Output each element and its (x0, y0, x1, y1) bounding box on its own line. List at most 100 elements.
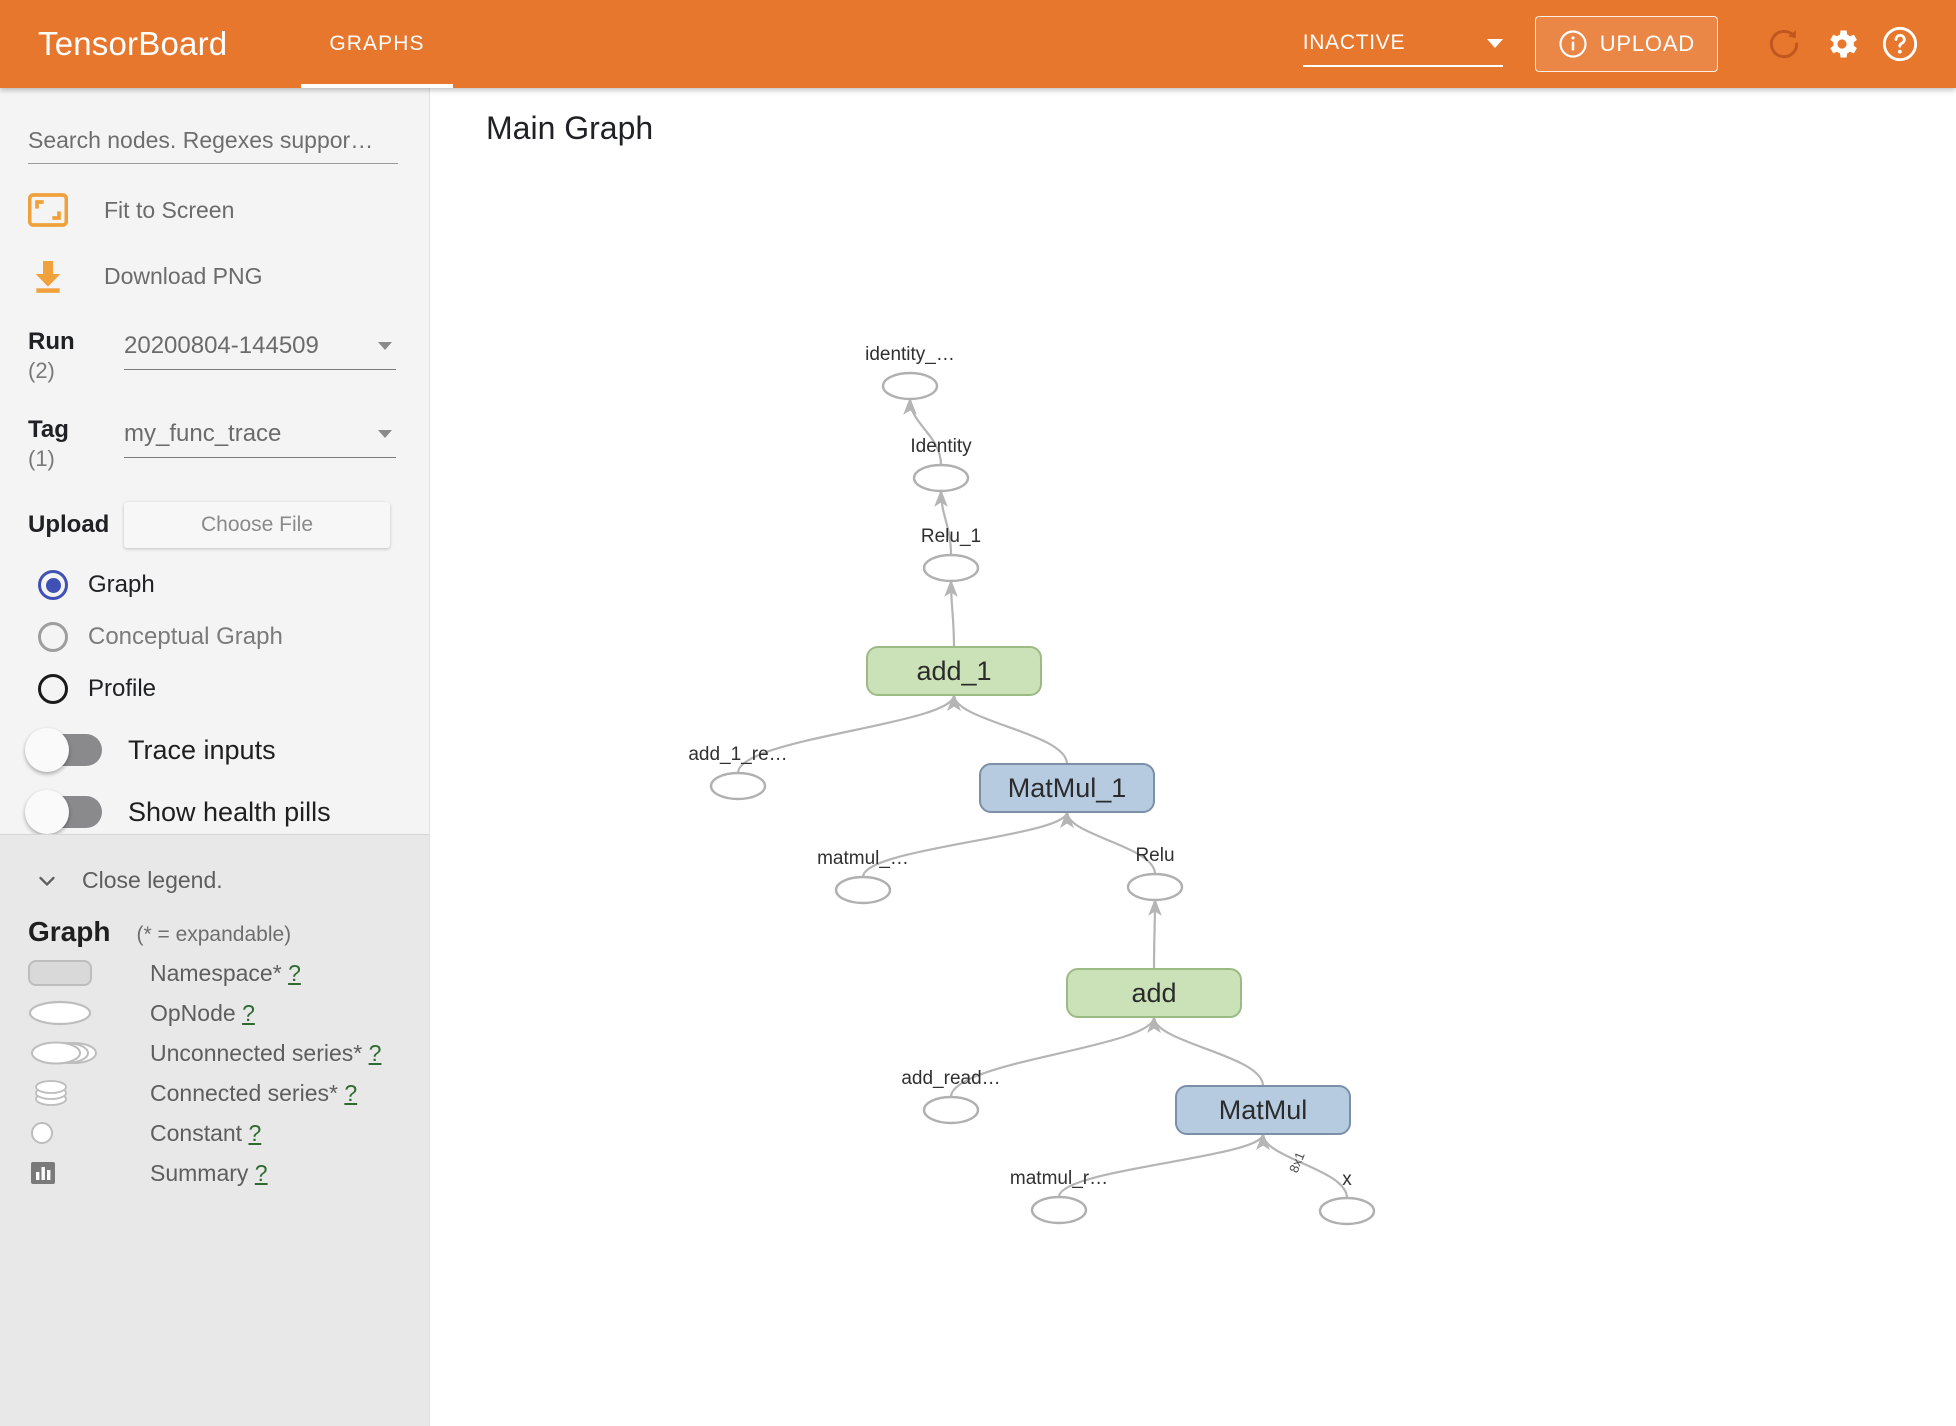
legend-item-namespace: Namespace* ? (28, 958, 429, 988)
help-link[interactable]: ? (254, 1159, 268, 1186)
graph-edge (1060, 810, 1157, 875)
node-label: MatMul_1 (1008, 773, 1127, 803)
run-label-group: Run (2) (28, 322, 124, 384)
radio-profile-indicator (38, 674, 68, 704)
constant-circle-symbol (28, 1120, 126, 1146)
summary-chart-symbol (28, 1159, 126, 1187)
help-link[interactable]: ? (248, 1119, 262, 1146)
graph-node-matmul_read1[interactable]: matmul_… (817, 848, 909, 905)
radio-profile[interactable]: Profile (38, 674, 429, 704)
upload-button-label: UPLOAD (1599, 31, 1695, 56)
toggle-trace-inputs-switch (25, 728, 102, 772)
node-shape (1030, 1195, 1088, 1225)
node-shape (1126, 872, 1184, 902)
refresh-icon[interactable] (1762, 22, 1806, 66)
graph-node-add_read[interactable]: add_read… (901, 1068, 1001, 1125)
radio-graph-indicator (38, 570, 68, 600)
sidebar: Fit to Screen Download PNG Run (2) 20200… (0, 88, 430, 1426)
toggle-show-health-pills-switch (25, 790, 102, 834)
tag-field: Tag (1) my_func_trace (28, 410, 429, 472)
graph-edges: 8x1 (736, 397, 1349, 1199)
node-shape (834, 875, 892, 905)
legend-header: Graph (* = expandable) (28, 916, 429, 948)
graph-edge (944, 579, 958, 648)
graph-node-MatMul[interactable]: MatMul (1175, 1085, 1351, 1135)
node-shape (1318, 1196, 1376, 1226)
node-label: Identity (910, 436, 972, 457)
choose-file-button[interactable]: Choose File (124, 502, 390, 548)
legend-note: (* = expandable) (136, 923, 292, 946)
tab-graphs[interactable]: GRAPHS (301, 0, 453, 88)
legend-item-label: Summary ? (150, 1159, 268, 1186)
tag-value: my_func_trace (124, 419, 282, 447)
graph-edge (861, 810, 1074, 878)
node-shape (979, 763, 1155, 813)
graph-edge (947, 693, 1069, 765)
run-status-value: INACTIVE (1302, 31, 1406, 54)
legend-item-constant: Constant ? (28, 1118, 429, 1148)
node-label: Relu (1135, 845, 1174, 866)
graph-edge (736, 693, 961, 774)
node-label: add_read… (901, 1068, 1000, 1089)
graph-node-Relu_1[interactable]: Relu_1 (921, 526, 981, 583)
app-brand: TensorBoard (38, 25, 228, 62)
radio-conceptual-graph-label: Conceptual Graph (88, 623, 283, 650)
radio-profile-label: Profile (88, 675, 157, 702)
close-legend-button[interactable]: Close legend. (34, 867, 429, 894)
toggle-trace-inputs-label: Trace inputs (128, 734, 276, 765)
help-circle-icon[interactable] (1878, 22, 1922, 66)
upload-field: Upload Choose File (28, 502, 429, 548)
unconnected-series-symbol (28, 1040, 126, 1066)
chevron-down-icon (378, 341, 392, 350)
app-header: TensorBoard GRAPHS INACTIVE UPLOAD (0, 0, 1956, 88)
upload-button[interactable]: UPLOAD (1534, 16, 1718, 72)
run-status-dropdown[interactable]: INACTIVE (1302, 21, 1503, 67)
graph-node-MatMul_1[interactable]: MatMul_1 (979, 763, 1155, 813)
toggle-show-health-pills[interactable]: Show health pills (25, 790, 429, 834)
graph-node-Relu[interactable]: Relu (1126, 845, 1184, 902)
radio-graph[interactable]: Graph (38, 570, 429, 600)
node-label: identity_… (865, 344, 955, 365)
fit-to-screen-button[interactable]: Fit to Screen (28, 190, 429, 230)
graph-node-add_1_read[interactable]: add_1_re… (688, 744, 788, 801)
legend-item-label: Connected series* ? (150, 1079, 358, 1106)
node-shape (1175, 1085, 1351, 1135)
graph-node-add[interactable]: add (1066, 968, 1242, 1018)
help-link[interactable]: ? (242, 999, 255, 1026)
help-link[interactable]: ? (368, 1039, 382, 1066)
node-label: add_1 (916, 656, 991, 686)
run-dropdown[interactable]: 20200804-144509 (124, 322, 396, 370)
help-link[interactable]: ? (344, 1079, 358, 1106)
graph-node-Identity[interactable]: Identity (910, 436, 972, 493)
help-link[interactable]: ? (288, 959, 301, 986)
legend-item-label: Constant ? (150, 1119, 262, 1146)
node-label: matmul_r… (1010, 1168, 1108, 1189)
graph-node-add_1[interactable]: add_1 (866, 646, 1042, 696)
legend-item-unconnected-series: Unconnected series* ? (28, 1038, 429, 1068)
graph-node-identity_out[interactable]: identity_… (865, 344, 955, 401)
connected-series-symbol (28, 1078, 126, 1108)
search-input[interactable] (28, 124, 398, 164)
toggle-trace-inputs[interactable]: Trace inputs (25, 728, 429, 772)
gear-icon[interactable] (1820, 22, 1864, 66)
graph-node-x[interactable]: x (1318, 1169, 1376, 1226)
upload-label: Upload (28, 511, 110, 538)
legend-panel: Close legend. Graph (* = expandable) Nam… (0, 834, 429, 1426)
tag-count: (1) (28, 446, 55, 471)
download-png-button[interactable]: Download PNG (28, 256, 429, 296)
header-actions: INACTIVE UPLOAD (1302, 16, 1922, 72)
fit-to-screen-label: Fit to Screen (104, 196, 235, 223)
tag-dropdown[interactable]: my_func_trace (124, 410, 396, 458)
node-shape (922, 1095, 980, 1125)
graph-node-matmul_read[interactable]: matmul_r… (1010, 1168, 1108, 1225)
node-label: x (1342, 1169, 1352, 1190)
node-label: add_1_re… (688, 744, 787, 765)
run-count: (2) (28, 358, 55, 383)
nav-tabs: GRAPHS (301, 0, 453, 88)
tag-label: Tag (28, 416, 69, 443)
search-container (28, 124, 398, 164)
node-shape (866, 646, 1042, 696)
radio-conceptual-graph[interactable]: Conceptual Graph (38, 622, 429, 652)
